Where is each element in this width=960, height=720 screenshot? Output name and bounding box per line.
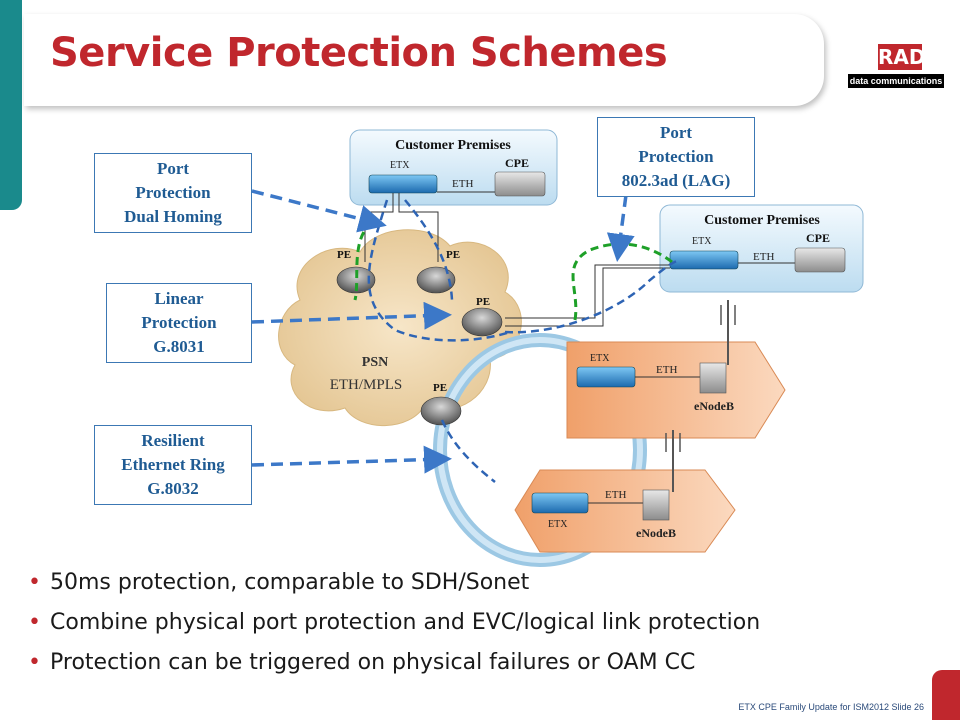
service-paths [367,199,681,483]
cell-site-2: ETX ETH eNodeB [514,430,736,553]
eth-mpls-label: ETH/MPLS [330,377,403,393]
callout-ring: Resilient Ethernet Ring G.8032 [94,425,252,505]
corner-accent [932,670,960,720]
eth-label: ETH [753,251,774,263]
callout-arrows [251,189,635,474]
etx-label: ETX [390,160,410,171]
title-band [24,14,824,106]
lag-path [571,242,673,321]
customer-premises-1: Customer Premises ETX CPE ETH [349,129,558,206]
pe-label: PE [476,296,490,308]
callout-lag-text: Port Protection 802.3ad (LAG) [621,123,731,190]
callout-lag: Port Protection 802.3ad (LAG) [597,117,755,197]
bullet-text: 50ms protection, comparable to SDH/Sonet [50,570,530,595]
cpe-device [494,171,546,197]
pe-label: PE [337,249,351,261]
customer-premises-2: Customer Premises ETX CPE ETH [659,204,864,293]
etx-label: ETX [548,519,568,530]
psn-label: PSN [362,355,388,370]
bullet-item: •Protection can be triggered on physical… [28,650,696,675]
premises-label: Customer Premises [704,213,820,228]
callout-linear-text: Linear Protection G.8031 [141,289,217,356]
callout-dual-homing-text: Port Protection Dual Homing [124,159,222,226]
etx-device [669,250,739,270]
callout-linear-protection: Linear Protection G.8031 [106,283,252,363]
callout-ring-text: Resilient Ethernet Ring G.8032 [121,431,225,498]
bullet-list: •50ms protection, comparable to SDH/Sone… [28,570,928,690]
enodeb-device [642,489,670,521]
bullet-text: Combine physical port protection and EVC… [50,610,761,635]
premises-label: Customer Premises [395,138,511,153]
callout-dual-homing: Port Protection Dual Homing [94,153,252,233]
cpe-label: CPE [505,156,529,170]
bullet-item: •Combine physical port protection and EV… [28,610,761,635]
bullet-text: Protection can be triggered on physical … [50,650,696,675]
pe-router-3: PE [461,296,503,337]
pe-router-1: PE [336,249,376,294]
cpe-label: CPE [806,231,830,245]
dual-homing-path-green [353,220,374,301]
eth-label: ETH [605,489,626,501]
enodeb-label: eNodeB [694,399,734,413]
etx-device [531,492,589,514]
enodeb-label: eNodeB [636,526,676,540]
pe-router-2: PE [416,249,460,294]
eth-label: ETH [656,364,677,376]
cell-site-1: ETX ETH eNodeB [566,300,786,439]
accent-side-bar [0,0,22,210]
bullet-item: •50ms protection, comparable to SDH/Sone… [28,570,530,595]
pe-router-4: PE [420,382,462,426]
cpe-device [794,247,846,273]
logo-tagline: data communications [848,74,944,88]
slide-footer: ETX CPE Family Update for ISM2012 Slide … [738,702,924,712]
etx-device [368,174,438,194]
pe-label: PE [446,249,460,261]
etx-device [576,366,636,388]
etx-label: ETX [590,353,610,364]
etx-label: ETX [692,236,712,247]
rad-logo: RAD data communications [848,44,944,92]
logo-brand: RAD [878,44,926,70]
enodeb-device [699,362,727,394]
slide-title: Service Protection Schemes [50,30,668,76]
pe-label: PE [433,382,447,394]
eth-label: ETH [452,178,473,190]
